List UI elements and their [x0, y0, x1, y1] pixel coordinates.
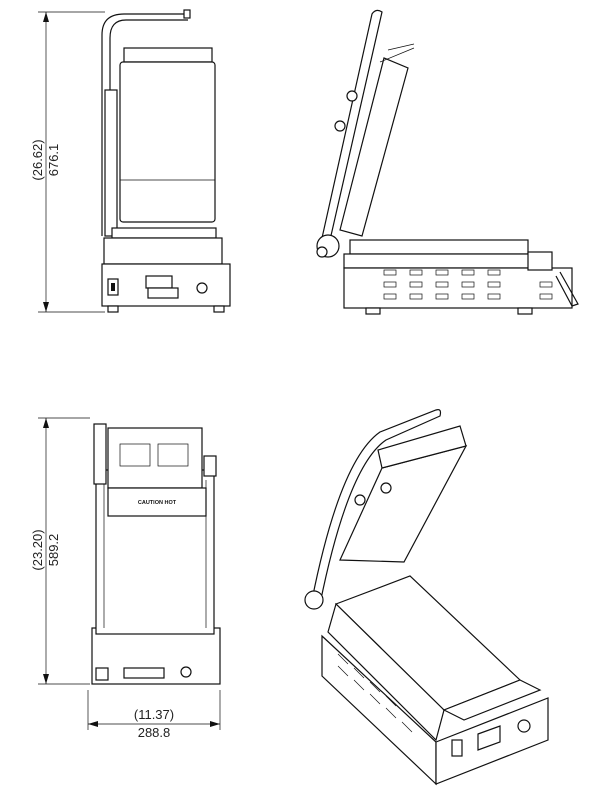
top-lid: [107, 427, 203, 489]
side-handle: [321, 9, 383, 241]
front-upper-cap: [123, 47, 213, 63]
front-height-dimension: (26.62) 676.1: [30, 11, 105, 313]
top-width-mm: 288.8: [138, 725, 171, 740]
side-view: [316, 9, 579, 315]
front-keypad: [147, 287, 179, 299]
top-view: (23.20) 589.2 (11.37) 288.8 CAUTION HOT: [30, 417, 221, 740]
front-display: [145, 275, 173, 289]
top-handle-bar: [107, 487, 207, 517]
front-height-mm: 676.1: [46, 144, 61, 177]
top-depth-dimension: (23.20) 589.2: [30, 417, 90, 685]
front-lower-plate: [111, 227, 217, 239]
front-handle: [101, 9, 191, 236]
front-logo: [196, 282, 208, 294]
front-upper-platen: [119, 61, 216, 223]
front-lower-body: [103, 237, 223, 265]
iso-display: [477, 725, 501, 751]
top-depth-mm: 589.2: [46, 534, 61, 567]
side-lower-plate: [349, 239, 529, 255]
side-vents: [383, 269, 553, 300]
side-lid: [339, 57, 409, 237]
isometric-view: [304, 409, 549, 786]
iso-hinge: [304, 590, 324, 610]
top-width-dimension: (11.37) 288.8: [87, 690, 221, 740]
front-view: (26.62) 676.1: [30, 9, 231, 313]
iso-handle: [311, 409, 442, 605]
top-caution-label: CAUTION HOT: [138, 500, 177, 506]
top-width-inches: (11.37): [134, 707, 174, 722]
iso-power-switch: [451, 739, 463, 757]
top-depth-inches: (23.20): [30, 529, 45, 570]
front-side-arm: [104, 89, 118, 237]
iso-lid-top: [377, 425, 467, 469]
iso-vents: [337, 653, 413, 733]
iso-logo: [517, 719, 531, 733]
side-base: [343, 267, 573, 309]
front-height-inches: (26.62): [30, 139, 45, 180]
